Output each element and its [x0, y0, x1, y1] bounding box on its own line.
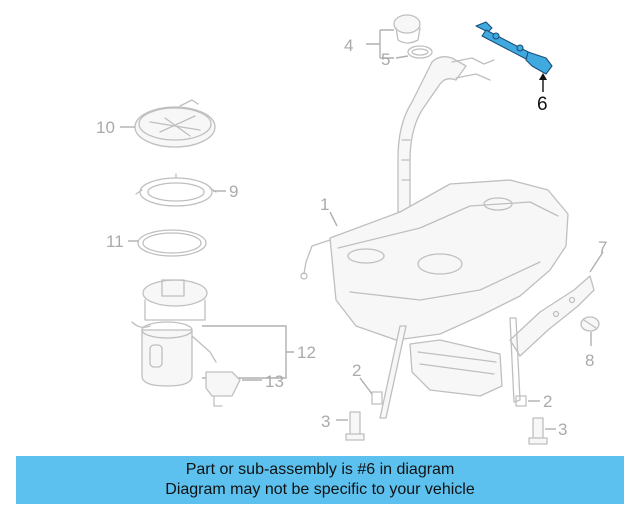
filler-neck-pipe [397, 56, 495, 213]
info-banner: Part or sub-assembly is #6 in diagram Di… [16, 456, 624, 504]
part-2-bracket-right [515, 395, 527, 407]
part-12-fuel-pump-module [131, 279, 217, 387]
callout-3b: 3 [558, 420, 567, 439]
callout-4: 4 [344, 36, 353, 55]
banner-line-1: Part or sub-assembly is #6 in diagram [185, 461, 455, 478]
callout-5: 5 [381, 50, 390, 69]
part-7-tank-strap [509, 275, 595, 403]
leader-7 [589, 251, 604, 273]
callout-9: 9 [229, 182, 238, 201]
callout-13: 13 [265, 372, 284, 391]
part-10-lock-ring [134, 99, 216, 148]
callout-10: 10 [96, 118, 115, 137]
part-9-retaining-ring [135, 173, 217, 207]
part-5-filler-seal [407, 45, 433, 59]
callout-2b: 2 [543, 392, 552, 411]
heat-shield [409, 339, 503, 397]
callout-1: 1 [320, 195, 329, 214]
part-8-plug [580, 316, 600, 332]
callout-11: 11 [106, 232, 124, 251]
part-3-bolt-left [345, 411, 365, 441]
leader-2a [359, 377, 373, 395]
part-4-filler-cap [393, 14, 421, 44]
callout-8: 8 [585, 351, 594, 370]
part-3-bolt-right [528, 417, 548, 445]
leader-4 [366, 29, 394, 59]
tank-strap-left [371, 325, 407, 419]
leader-6 [539, 73, 547, 92]
part-13-sender [205, 371, 241, 407]
callout-7: 7 [598, 238, 607, 257]
callout-3a: 3 [321, 412, 330, 431]
part-6-highlighted [475, 21, 553, 75]
part-1-fuel-tank [300, 179, 569, 341]
part-11-seal [137, 229, 207, 257]
callout-12: 12 [297, 343, 316, 362]
banner-line-2: Diagram may not be specific to your vehi… [165, 481, 475, 498]
callout-2a: 2 [352, 361, 361, 380]
callout-6: 6 [537, 94, 548, 115]
leader-1 [329, 211, 338, 227]
leader-12 [202, 325, 294, 379]
leader-5 [395, 55, 409, 59]
